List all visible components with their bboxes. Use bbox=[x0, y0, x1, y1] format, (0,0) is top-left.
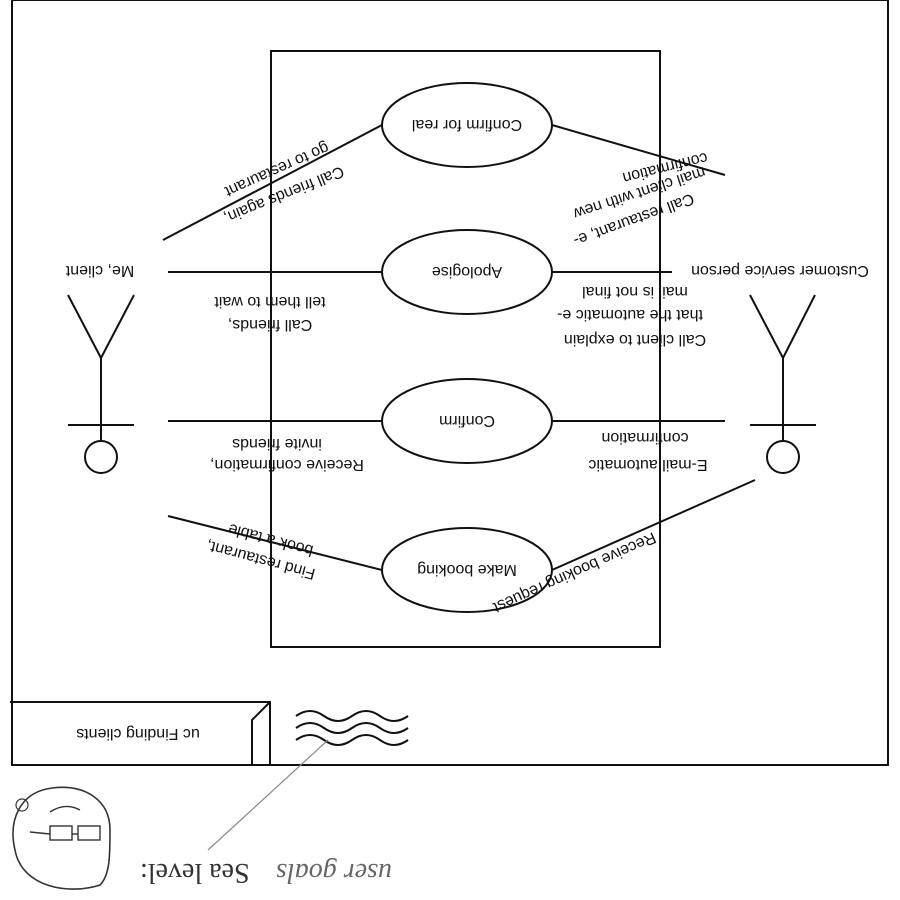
actor-leg-right bbox=[749, 294, 784, 359]
use-case-make-booking[interactable]: Make booking bbox=[381, 527, 553, 613]
legend-label-prefix: Sea level: bbox=[140, 857, 250, 888]
frame-title: uc Finding clients bbox=[76, 725, 200, 742]
actor-leg-left bbox=[100, 294, 135, 359]
annotation-call-client-2: that the automatic e- bbox=[557, 306, 703, 323]
annotation-email-automatic-2: confirmation bbox=[601, 429, 688, 446]
annotation-call-client-3: mail is not final bbox=[582, 283, 688, 300]
use-case-confirm-for-real[interactable]: Confirm for real bbox=[381, 82, 553, 168]
frame-title-tab-corner bbox=[251, 701, 271, 765]
annotation-call-friends-1: Call friends, bbox=[228, 316, 312, 333]
annotation-call-friends-2: tell them to wait bbox=[214, 293, 326, 310]
use-case-apologise[interactable]: Apologise bbox=[381, 229, 553, 315]
bespectacled-face-icon bbox=[12, 786, 111, 890]
use-case-label: Confirm for real bbox=[412, 116, 522, 133]
actor-me-client[interactable]: Me, client bbox=[65, 262, 135, 474]
annotation-email-automatic-1: E-mail automatic bbox=[588, 456, 707, 473]
use-case-confirm[interactable]: Confirm bbox=[381, 378, 553, 464]
actor-label-me-client: Me, client bbox=[65, 262, 134, 279]
wave-icon bbox=[295, 710, 409, 746]
annotation-receive-confirmation-2: invite friends bbox=[232, 435, 322, 452]
actor-leg-right bbox=[67, 294, 102, 359]
legend-label-value: user goals bbox=[276, 857, 392, 888]
actor-leg-left bbox=[782, 294, 816, 359]
use-case-label: Confirm bbox=[439, 412, 495, 429]
actor-head bbox=[766, 440, 800, 474]
use-case-label: Apologise bbox=[432, 263, 502, 280]
annotation-call-client-1: Call client to explain bbox=[564, 331, 706, 348]
assoc-client-make-booking bbox=[167, 515, 383, 571]
assoc-client-confirm-for-real bbox=[162, 124, 383, 241]
system-boundary bbox=[270, 50, 661, 648]
actor-customer-service-person[interactable]: Customer service person bbox=[691, 262, 869, 474]
actor-head bbox=[84, 440, 118, 474]
assoc-csp-make-booking bbox=[551, 479, 756, 571]
annotation-receive-confirmation-1: Receive confirmation, bbox=[210, 456, 364, 473]
use-case-label: Make booking bbox=[417, 561, 517, 578]
outer-frame bbox=[11, 0, 889, 766]
legend-pointer-line bbox=[207, 739, 329, 851]
assoc-csp-confirm-for-real bbox=[551, 124, 726, 176]
actor-label-customer-service: Customer service person bbox=[691, 262, 869, 279]
